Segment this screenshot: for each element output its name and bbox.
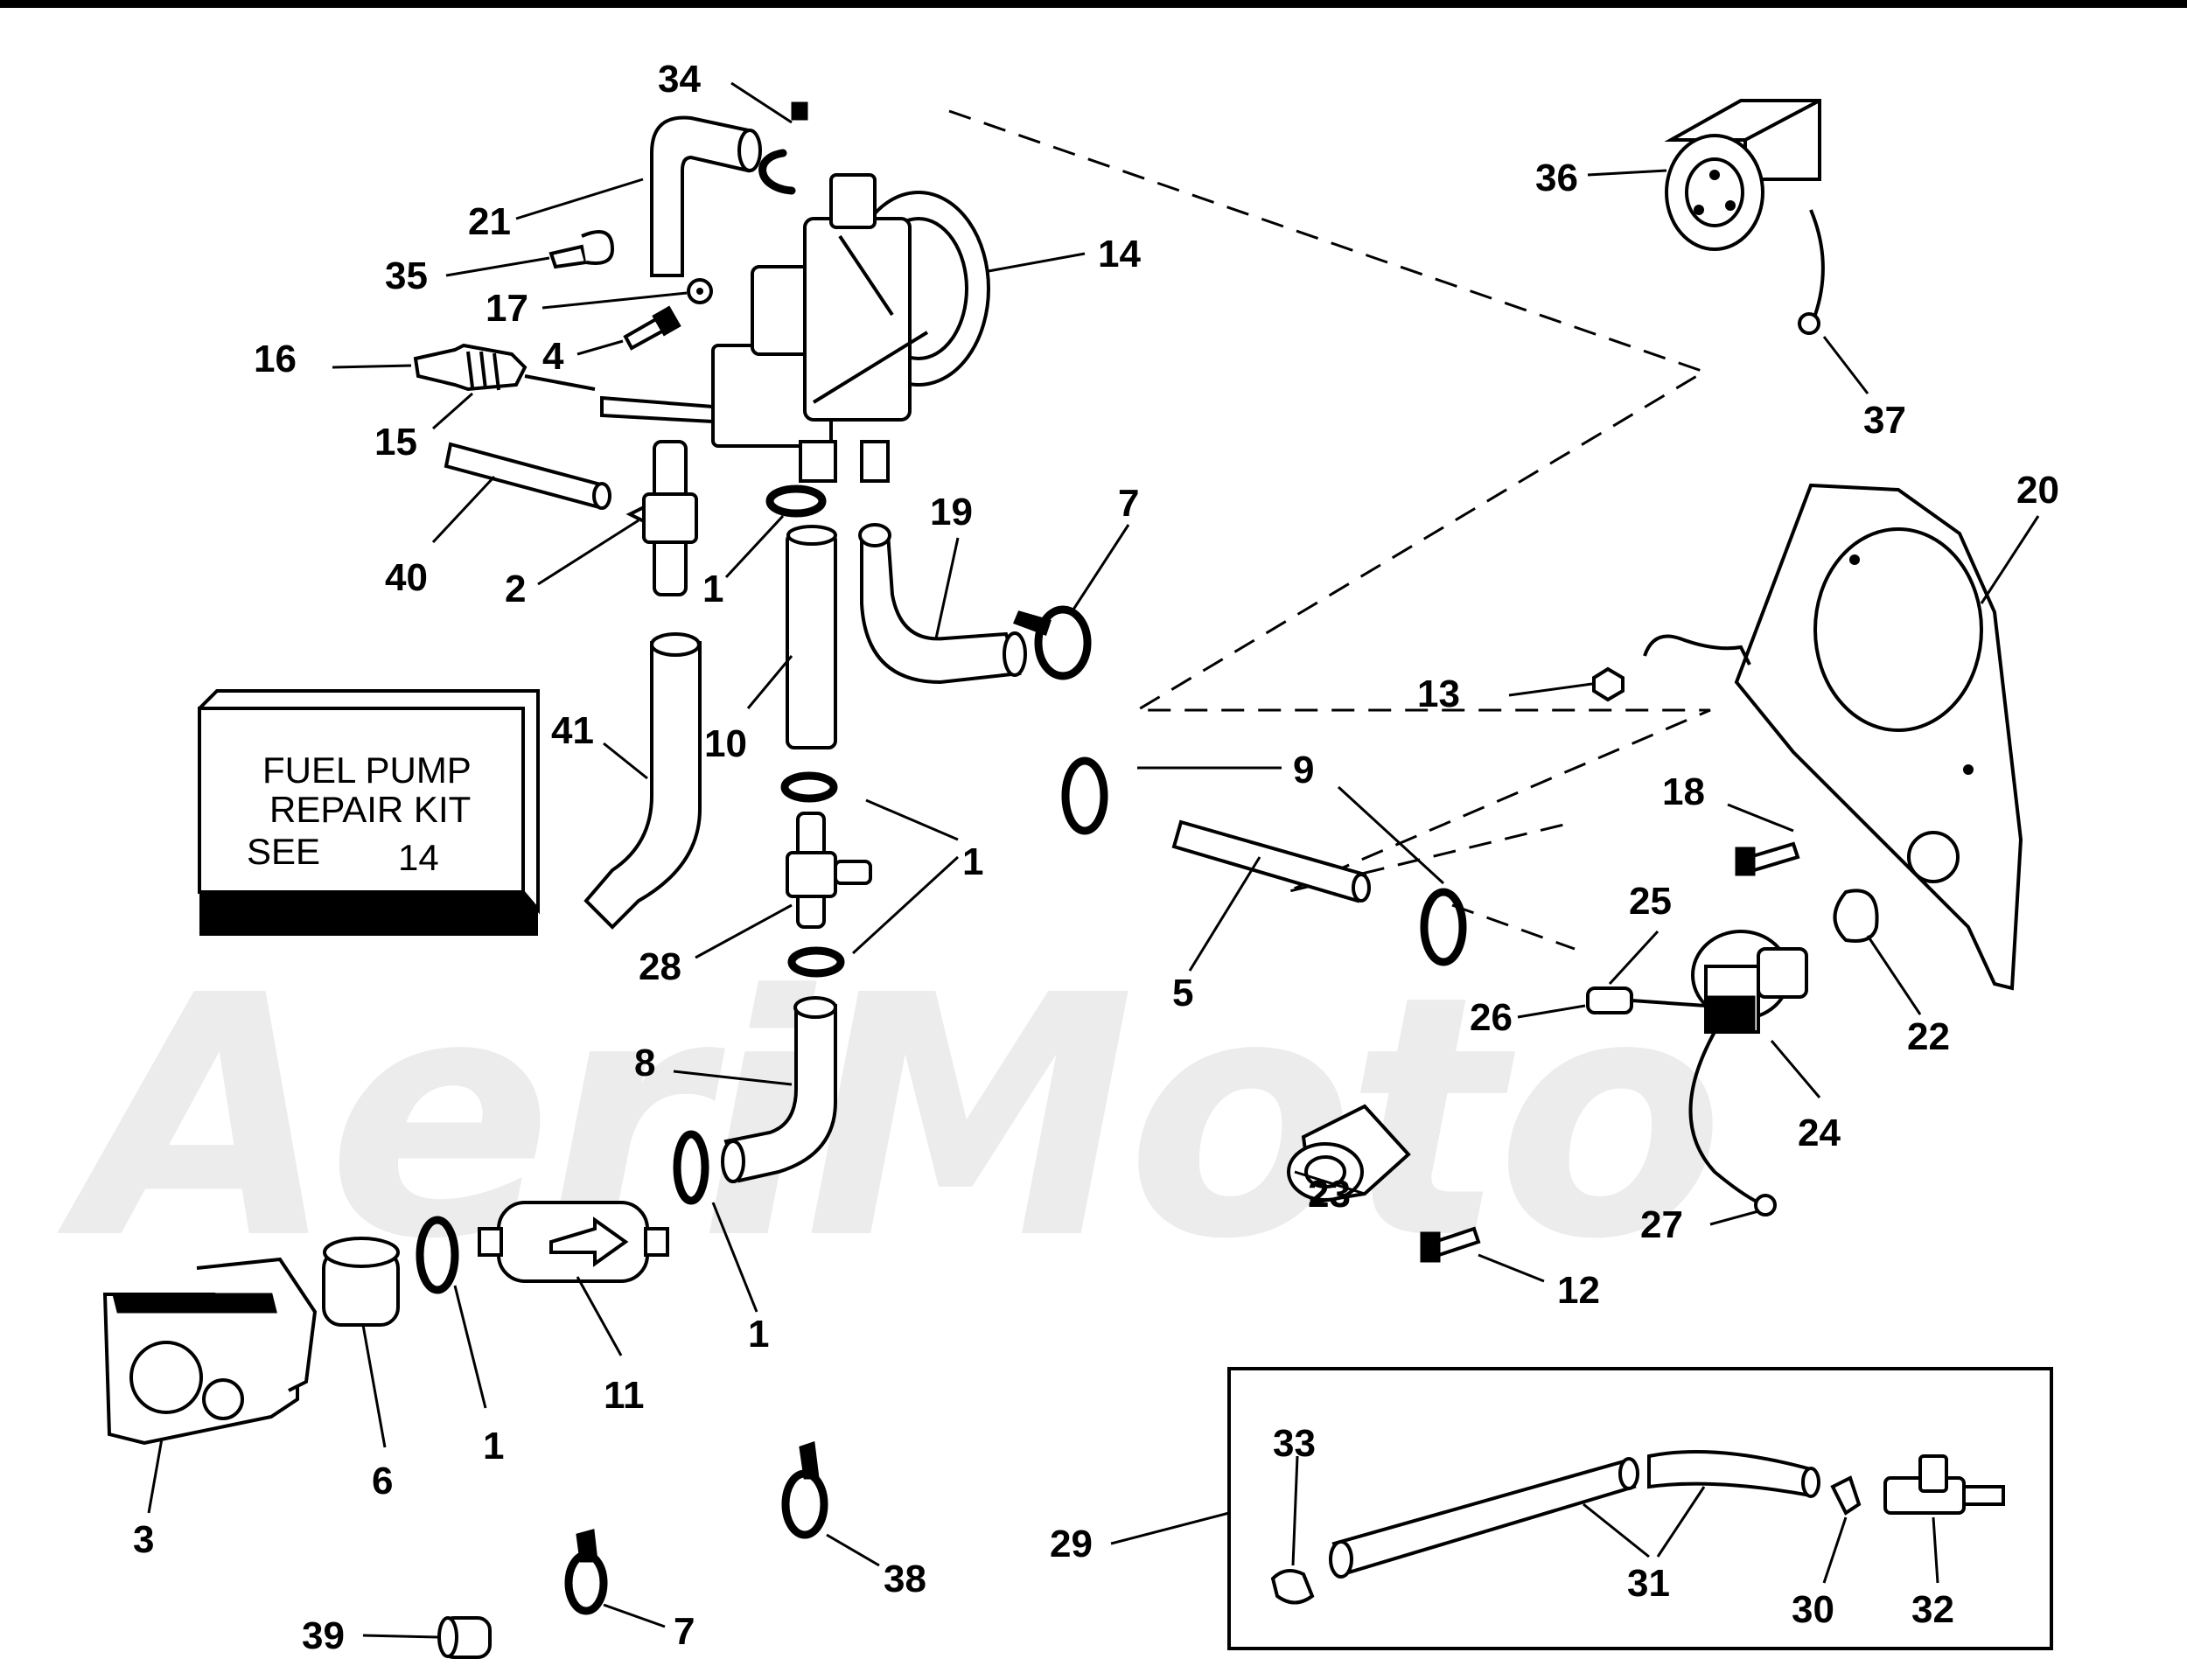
fuel-pump-assembly [711, 173, 990, 483]
callout-1-d: 1 [483, 1425, 504, 1467]
callout-27: 27 [1640, 1203, 1683, 1246]
part-1-clamp-middle-b [787, 946, 845, 978]
callout-6: 6 [372, 1460, 393, 1502]
part-32-fitting [1883, 1454, 2005, 1515]
callout-28: 28 [639, 945, 681, 988]
part-1-clamp-lower-b [416, 1216, 459, 1294]
part-9-clamp-left [1061, 756, 1108, 835]
callout-7-a: 7 [1118, 482, 1139, 525]
part-2-tee-fitting [625, 440, 698, 596]
part-3-primer-housing [102, 1257, 318, 1446]
callout-26: 26 [1470, 996, 1513, 1039]
callout-39: 39 [302, 1614, 345, 1657]
callout-21: 21 [468, 200, 511, 243]
part-39-cap [437, 1616, 492, 1659]
kit-line-2: REPAIR KIT [269, 789, 471, 830]
part-27-lead-wire [1688, 1031, 1759, 1204]
part-30-clip [1830, 1475, 1862, 1516]
part-8-elbow-hose [723, 1004, 837, 1183]
callout-15: 15 [374, 421, 417, 464]
callout-40: 40 [385, 556, 428, 599]
part-1-clamp-lower-a [673, 1130, 709, 1205]
callout-24: 24 [1798, 1112, 1841, 1154]
callout-12: 12 [1557, 1269, 1600, 1312]
part-22-o-ring [1833, 889, 1879, 943]
callout-4: 4 [542, 335, 564, 378]
part-5-straight-hose [1171, 819, 1367, 903]
part-7-clamp-lower [564, 1551, 608, 1615]
part-38-clamp [781, 1469, 828, 1539]
callout-11: 11 [604, 1374, 645, 1417]
part-9-clamp-right [1420, 888, 1467, 966]
callout-23: 23 [1308, 1173, 1351, 1216]
part-1-clamp-middle-a [780, 771, 838, 803]
callout-17: 17 [486, 287, 528, 330]
callout-34: 34 [658, 58, 701, 101]
part-18-screw [1747, 841, 1800, 873]
callout-36: 36 [1535, 157, 1578, 199]
part-35-screw [548, 244, 589, 269]
callout-8: 8 [634, 1042, 655, 1084]
top-rule [0, 0, 2187, 8]
part-21-elbow-hose [650, 115, 755, 277]
watermark: AeriMoto [52, 924, 1715, 1312]
callout-22: 22 [1907, 1015, 1950, 1058]
part-1-clamp-upper [765, 484, 827, 518]
callout-16: 16 [254, 338, 297, 380]
callout-1-b: 1 [962, 840, 983, 883]
part-34-clip-tab [791, 101, 808, 121]
part-34-clip [758, 149, 796, 195]
callout-35: 35 [385, 254, 428, 297]
dashed-assembly-outline-2 [1451, 903, 1576, 951]
part-24-primer-pump [1691, 930, 1808, 1034]
callout-33: 33 [1273, 1422, 1316, 1465]
callout-10: 10 [704, 722, 747, 765]
callout-38: 38 [884, 1558, 926, 1600]
callout-3: 3 [133, 1518, 154, 1561]
kit-line-3-see: SEE [247, 831, 320, 872]
callout-37: 37 [1863, 399, 1906, 442]
dashed-assembly-outline [948, 109, 1711, 894]
kit-line-3-ref: 14 [398, 837, 439, 878]
callout-1-a: 1 [702, 568, 723, 610]
callout-18: 18 [1662, 770, 1705, 813]
callout-5: 5 [1172, 972, 1193, 1014]
part-10-hose [786, 532, 837, 749]
part-33-clip [1270, 1569, 1315, 1605]
kit-line-1: FUEL PUMP [262, 749, 472, 791]
callout-14: 14 [1098, 233, 1141, 275]
part-40-hose [444, 442, 606, 510]
part-41-bent-hose [583, 641, 702, 930]
part-28-tee-fitting [786, 812, 872, 929]
callout-19: 19 [930, 491, 973, 533]
part-7-clamp-upper [1034, 605, 1092, 680]
callout-1-c: 1 [748, 1313, 769, 1356]
part-11-fuel-filter [478, 1201, 669, 1283]
callout-29: 29 [1050, 1523, 1093, 1565]
fuel-pump-repair-kit-box: FUEL PUMP REPAIR KIT SEE 14 [198, 689, 540, 936]
callout-2: 2 [505, 568, 526, 610]
part-36-solenoid [1664, 99, 1825, 335]
callout-32: 32 [1911, 1588, 1954, 1631]
part-26-connector [1586, 986, 1633, 1014]
callout-31: 31 [1627, 1562, 1670, 1605]
callout-25: 25 [1629, 880, 1672, 923]
part-13-nut [1592, 666, 1625, 702]
callout-9: 9 [1293, 749, 1314, 791]
part-19-bent-hose [860, 531, 1022, 685]
callout-20: 20 [2016, 469, 2059, 512]
callout-30: 30 [1792, 1588, 1834, 1631]
callout-7-b: 7 [674, 1610, 695, 1653]
callout-41: 41 [551, 709, 594, 752]
part-6-cap [322, 1237, 400, 1327]
callout-13: 13 [1417, 673, 1460, 715]
